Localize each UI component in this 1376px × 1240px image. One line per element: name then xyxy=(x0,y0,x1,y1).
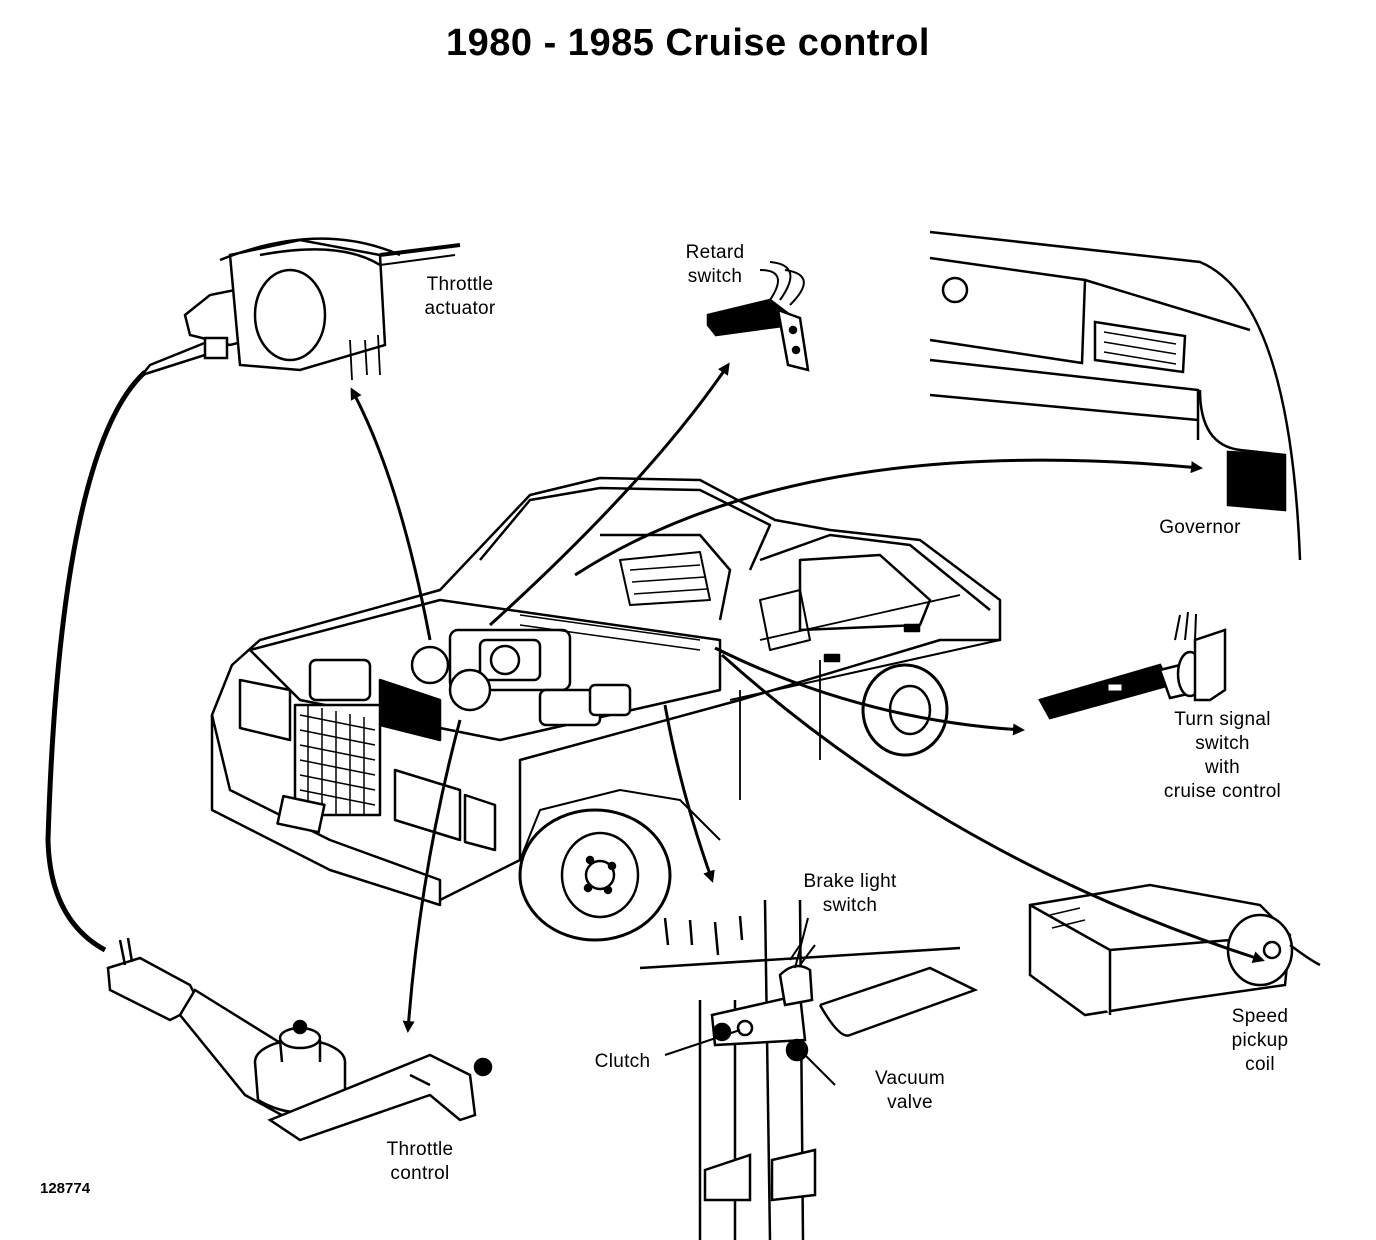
arrow-pedals xyxy=(663,704,715,883)
car-illustration xyxy=(210,476,1002,942)
arrow-throttle-control xyxy=(402,719,462,1033)
arrow-governor xyxy=(574,458,1203,577)
throttle-control-illustration xyxy=(106,937,493,1142)
label-governor: Governor xyxy=(1159,517,1241,538)
governor-illustration xyxy=(929,230,1302,561)
actuator-cable xyxy=(45,370,147,953)
label-speed-pickup-coil: Speed pickup coil xyxy=(1231,1006,1289,1075)
figure-number: 128774 xyxy=(40,1180,91,1197)
leader-clutch xyxy=(664,1029,741,1056)
pointer-arrows xyxy=(350,362,1265,1086)
label-retard-switch: Retard switch xyxy=(685,242,745,287)
arrow-turn-signal-switch xyxy=(714,646,1025,736)
leader-vacuum-valve xyxy=(799,1049,836,1086)
leader-brake-light-switch xyxy=(794,917,809,969)
turn-signal-switch-illustration xyxy=(1038,611,1227,720)
page-title: 1980 - 1985 Cruise control xyxy=(446,22,930,64)
label-turn-signal-switch: Turn signal switch with cruise control xyxy=(1163,709,1282,802)
arrow-speed-pickup-coil xyxy=(720,653,1265,963)
label-vacuum-valve: Vacuum valve xyxy=(874,1068,946,1113)
throttle-actuator-illustration xyxy=(138,237,461,381)
label-throttle-control: Throttle control xyxy=(386,1139,454,1184)
retard-switch-illustration xyxy=(706,261,810,372)
speed-pickup-coil-illustration xyxy=(1028,883,1321,1017)
label-brake-light-switch: Brake light switch xyxy=(803,871,897,916)
label-throttle-actuator: Throttle actuator xyxy=(424,274,496,319)
label-clutch: Clutch xyxy=(594,1051,651,1072)
arrow-throttle-actuator xyxy=(350,387,432,641)
pedals-illustration xyxy=(639,899,979,1240)
arrow-retard-switch xyxy=(488,362,730,627)
